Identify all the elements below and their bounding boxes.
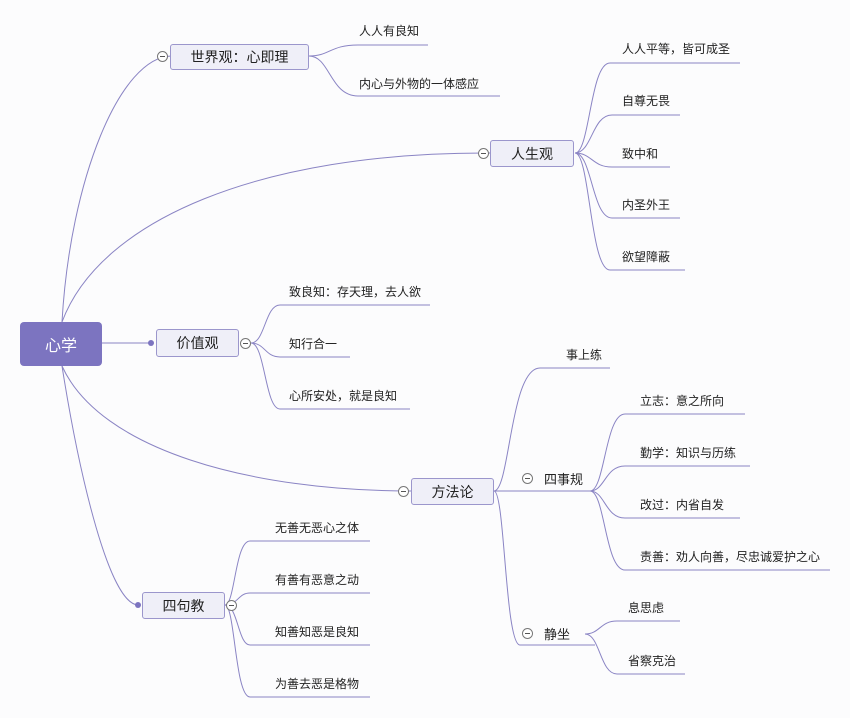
node-four-teachings[interactable]: 四句教 bbox=[142, 592, 225, 619]
leaf-four-teachings-3[interactable]: 为善去恶是格物 bbox=[275, 677, 360, 691]
node-quiet-sitting[interactable]: 静坐 bbox=[544, 628, 571, 643]
leaf-four-teachings-1[interactable]: 有善有恶意之动 bbox=[275, 573, 360, 587]
collapse-toggle-method[interactable] bbox=[398, 486, 409, 497]
collapse-toggle-lifeview[interactable] bbox=[478, 148, 489, 159]
leaf-worldview-0[interactable]: 人人有良知 bbox=[359, 24, 420, 38]
collapse-toggle-quiet-sitting[interactable] bbox=[522, 628, 533, 639]
node-values[interactable]: 价值观 bbox=[156, 329, 239, 357]
node-four-rules[interactable]: 四事规 bbox=[544, 473, 584, 488]
leaf-quiet-0[interactable]: 息思虑 bbox=[628, 601, 665, 615]
leaf-four-rules-0[interactable]: 立志：意之所向 bbox=[640, 394, 725, 408]
connector-dot-values bbox=[148, 340, 154, 346]
leaf-quiet-1[interactable]: 省察克治 bbox=[628, 654, 677, 668]
leaf-lifeview-0[interactable]: 人人平等，皆可成圣 bbox=[622, 42, 731, 56]
collapse-toggle-four-rules[interactable] bbox=[522, 473, 533, 484]
leaf-four-rules-2[interactable]: 改过：内省自发 bbox=[640, 498, 725, 512]
leaf-four-teachings-0[interactable]: 无善无恶心之体 bbox=[275, 521, 360, 535]
root-node[interactable]: 心学 bbox=[20, 322, 102, 366]
leaf-values-0[interactable]: 致良知：存天理，去人欲 bbox=[289, 285, 422, 299]
collapse-toggle-worldview[interactable] bbox=[157, 51, 168, 62]
leaf-four-rules-1[interactable]: 勤学：知识与历练 bbox=[640, 446, 737, 460]
leaf-four-rules-3[interactable]: 责善：劝人向善，尽忠诚爱护之心 bbox=[640, 550, 821, 564]
leaf-lifeview-3[interactable]: 内圣外王 bbox=[622, 198, 671, 212]
node-lifeview[interactable]: 人生观 bbox=[490, 140, 574, 167]
collapse-toggle-values[interactable] bbox=[240, 338, 251, 349]
leaf-four-teachings-2[interactable]: 知善知恶是良知 bbox=[275, 625, 360, 639]
leaf-lifeview-1[interactable]: 自尊无畏 bbox=[622, 94, 671, 108]
leaf-lifeview-2[interactable]: 致中和 bbox=[622, 147, 659, 161]
connector-dot-four-teachings bbox=[135, 602, 141, 608]
leaf-values-2[interactable]: 心所安处，就是良知 bbox=[289, 389, 398, 403]
node-worldview[interactable]: 世界观：心即理 bbox=[170, 44, 309, 70]
node-method[interactable]: 方法论 bbox=[411, 478, 494, 505]
leaf-worldview-1[interactable]: 内心与外物的一体感应 bbox=[359, 77, 480, 91]
leaf-lifeview-4[interactable]: 欲望障蔽 bbox=[622, 250, 671, 264]
collapse-toggle-four-teachings[interactable] bbox=[226, 600, 237, 611]
leaf-method-practice[interactable]: 事上练 bbox=[566, 348, 603, 362]
leaf-values-1[interactable]: 知行合一 bbox=[289, 337, 338, 351]
